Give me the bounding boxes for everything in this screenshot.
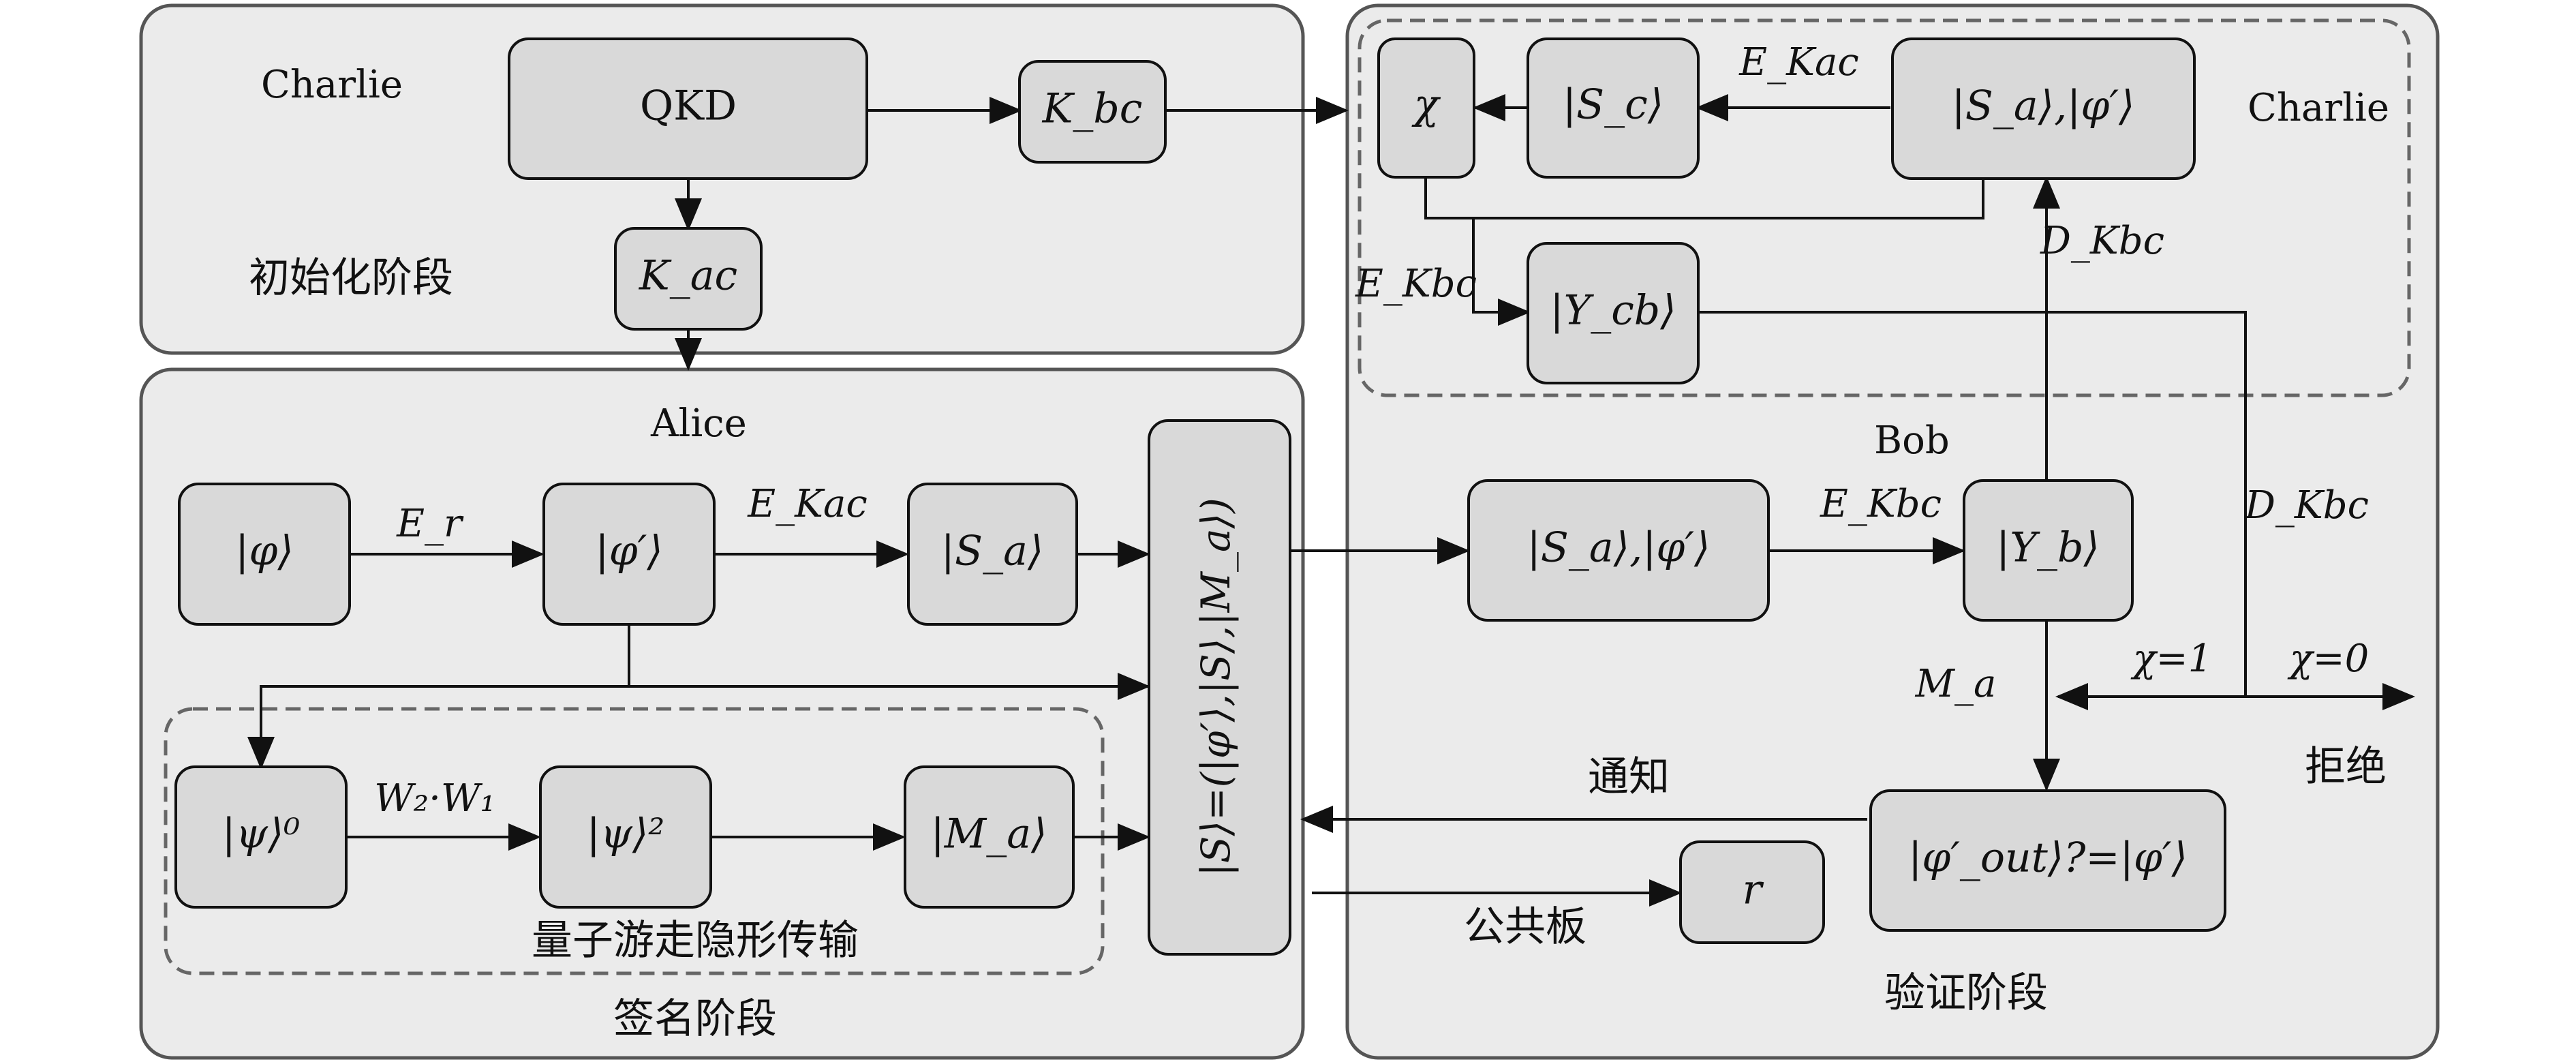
phi-text: |φ⟩ — [235, 528, 294, 575]
sa-box: |S_a⟩ — [907, 483, 1078, 626]
teleport-group-label: 量子游走隐形传输 — [532, 917, 859, 964]
label-chi0: χ=0 — [2287, 637, 2369, 681]
kbc-box: K_bc — [1018, 60, 1167, 164]
label-chi1: χ=1 — [2130, 637, 2212, 681]
label-e-r: E_r — [396, 502, 464, 546]
psi2-box: |ψ⟩² — [539, 765, 712, 909]
label-d-kbc-up: D_Kbc — [2040, 219, 2164, 263]
init-stage-title: 初始化阶段 — [249, 254, 453, 302]
r-text: r — [1743, 866, 1764, 914]
edge-phiprime-psi0 — [247, 685, 629, 770]
edge-charlie-chi-feedback — [1424, 177, 1984, 219]
sign-stage-title: 签名阶段 — [613, 995, 777, 1043]
sc-box: |S_c⟩ — [1527, 37, 1700, 179]
kac-box: K_ac — [614, 227, 763, 331]
psi2-text: |ψ⟩² — [587, 810, 665, 858]
chi-text: χ — [1411, 81, 1441, 129]
sc-text: |S_c⟩ — [1563, 81, 1663, 129]
verify-actor-label: Bob — [1874, 419, 1950, 463]
charlie-group-label: Charlie — [2248, 86, 2389, 130]
label-e-kac-alice: E_Kac — [747, 482, 867, 526]
verify-check-text: |φ′_out⟩?=|φ′⟩ — [1908, 834, 2188, 882]
ycb-text: |Y_cb⟩ — [1550, 287, 1676, 335]
init-actor-label: Charlie — [261, 63, 403, 107]
bob-received-box: |S_a⟩,|φ′⟩ — [1467, 479, 1770, 622]
charlie-received-text: |S_a⟩,|φ′⟩ — [1952, 82, 2135, 130]
signature-text: |S⟩=(|φ′⟩,|S⟩,|M_a⟩) — [1193, 498, 1239, 877]
charlie-group — [1358, 18, 2411, 397]
charlie-received-box: |S_a⟩,|φ′⟩ — [1891, 37, 2196, 180]
sign-actor-label: Alice — [650, 401, 747, 446]
yb-box: |Y_b⟩ — [1963, 479, 2134, 622]
label-e-kbc-charlie: E_Kbc — [1355, 262, 1477, 306]
kac-text: K_ac — [639, 252, 737, 300]
signature-box: |S⟩=(|φ′⟩,|S⟩,|M_a⟩) — [1148, 419, 1291, 956]
qkd-box: QKD — [508, 37, 868, 180]
label-public-board: 公共板 — [1464, 903, 1586, 951]
psi0-box: |ψ⟩⁰ — [174, 765, 348, 909]
verify-stage-title: 验证阶段 — [1884, 969, 2048, 1017]
phi-box: |φ⟩ — [178, 483, 351, 626]
label-notify: 通知 — [1588, 753, 1670, 801]
bob-received-text: |S_a⟩,|φ′⟩ — [1527, 524, 1711, 572]
ma-text: |M_a⟩ — [931, 810, 1047, 858]
label-d-kbc-right: D_Kbc — [2244, 483, 2369, 528]
label-e-kbc-bob: E_Kbc — [1820, 482, 1942, 526]
verify-check-box: |φ′_out⟩?=|φ′⟩ — [1869, 789, 2226, 932]
ma-box: |M_a⟩ — [904, 765, 1075, 909]
label-m-a: M_a — [1915, 662, 1997, 706]
yb-text: |Y_b⟩ — [1996, 524, 2100, 572]
teleport-group — [164, 707, 1105, 975]
qkd-text: QKD — [640, 82, 737, 130]
public-board-r-box: r — [1679, 840, 1825, 944]
phi-prime-text: |φ′⟩ — [595, 528, 662, 575]
label-reject: 拒绝 — [2305, 743, 2387, 791]
edge-ycb-out — [1698, 311, 2247, 697]
chi-box: χ — [1377, 37, 1475, 179]
ycb-box: |Y_cb⟩ — [1527, 242, 1700, 384]
label-w2w1: W₂·W₁ — [374, 776, 495, 821]
kbc-text: K_bc — [1042, 85, 1143, 133]
label-e-kac-charlie: E_Kac — [1738, 40, 1858, 85]
phi-prime-box: |φ′⟩ — [542, 483, 716, 626]
edge-ycb-in — [1472, 218, 1531, 326]
sa-text: |S_a⟩ — [941, 528, 1044, 575]
psi0-text: |ψ⟩⁰ — [222, 810, 301, 858]
